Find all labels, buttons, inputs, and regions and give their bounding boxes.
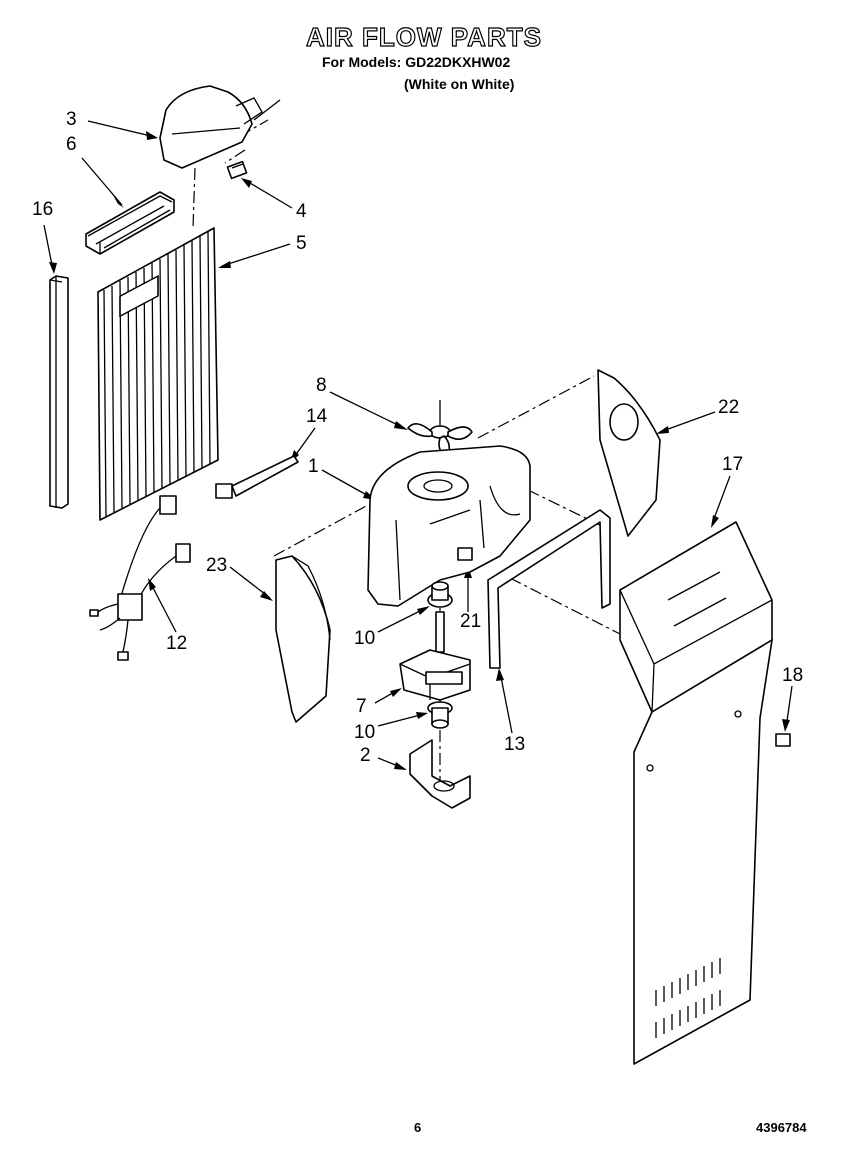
callout-12: 12: [166, 633, 188, 654]
models-line: For Models: GD22DKXHW02: [322, 54, 511, 70]
callout-14: 14: [306, 406, 328, 427]
callout-21: 21: [460, 611, 482, 632]
part-fan-shroud: [367, 445, 531, 607]
callout-6: 6: [66, 134, 77, 155]
part-gasket-strip: [49, 275, 69, 509]
part-screw-21: [457, 547, 473, 561]
part-side-duct: [275, 555, 331, 723]
callout-17: 17: [722, 454, 744, 475]
page-number: 6: [414, 1120, 422, 1135]
part-louver: [85, 191, 175, 255]
part-ribbed-cover: [97, 227, 219, 521]
callout-13: 13: [504, 734, 526, 755]
callout-22: 22: [718, 397, 740, 418]
page-title: AIR FLOW PARTS: [305, 21, 542, 52]
part-grommet-lower: [427, 701, 453, 729]
part-fan-blade: [407, 400, 473, 457]
part-u-seal: [487, 509, 611, 669]
color-line: (White on White): [404, 76, 515, 92]
callout-8: 8: [316, 375, 327, 396]
part-sensor: [215, 455, 299, 499]
callout-16: 16: [32, 199, 54, 220]
part-motor-bracket: [409, 739, 471, 809]
callout-10-lower: 10: [354, 722, 376, 743]
leader-lines: [43, 120, 793, 770]
callout-4: 4: [296, 201, 307, 222]
callout-18: 18: [782, 665, 804, 686]
callout-10-upper: 10: [354, 628, 376, 649]
callout-1: 1: [308, 456, 319, 477]
part-screw-4: [226, 160, 248, 180]
part-duct-cap: [159, 85, 281, 169]
callout-2: 2: [360, 745, 371, 766]
document-number: 4396784: [756, 1120, 807, 1135]
callout-5: 5: [296, 233, 307, 254]
part-baffle: [597, 369, 661, 537]
callout-3: 3: [66, 109, 77, 130]
callout-23: 23: [206, 555, 228, 576]
part-motor: [399, 611, 471, 701]
part-wire-harness: [89, 495, 191, 661]
callout-7: 7: [356, 696, 367, 717]
part-screw-18: [775, 733, 791, 747]
part-grommet-upper: [427, 581, 453, 608]
part-rear-panel: [619, 521, 773, 1065]
